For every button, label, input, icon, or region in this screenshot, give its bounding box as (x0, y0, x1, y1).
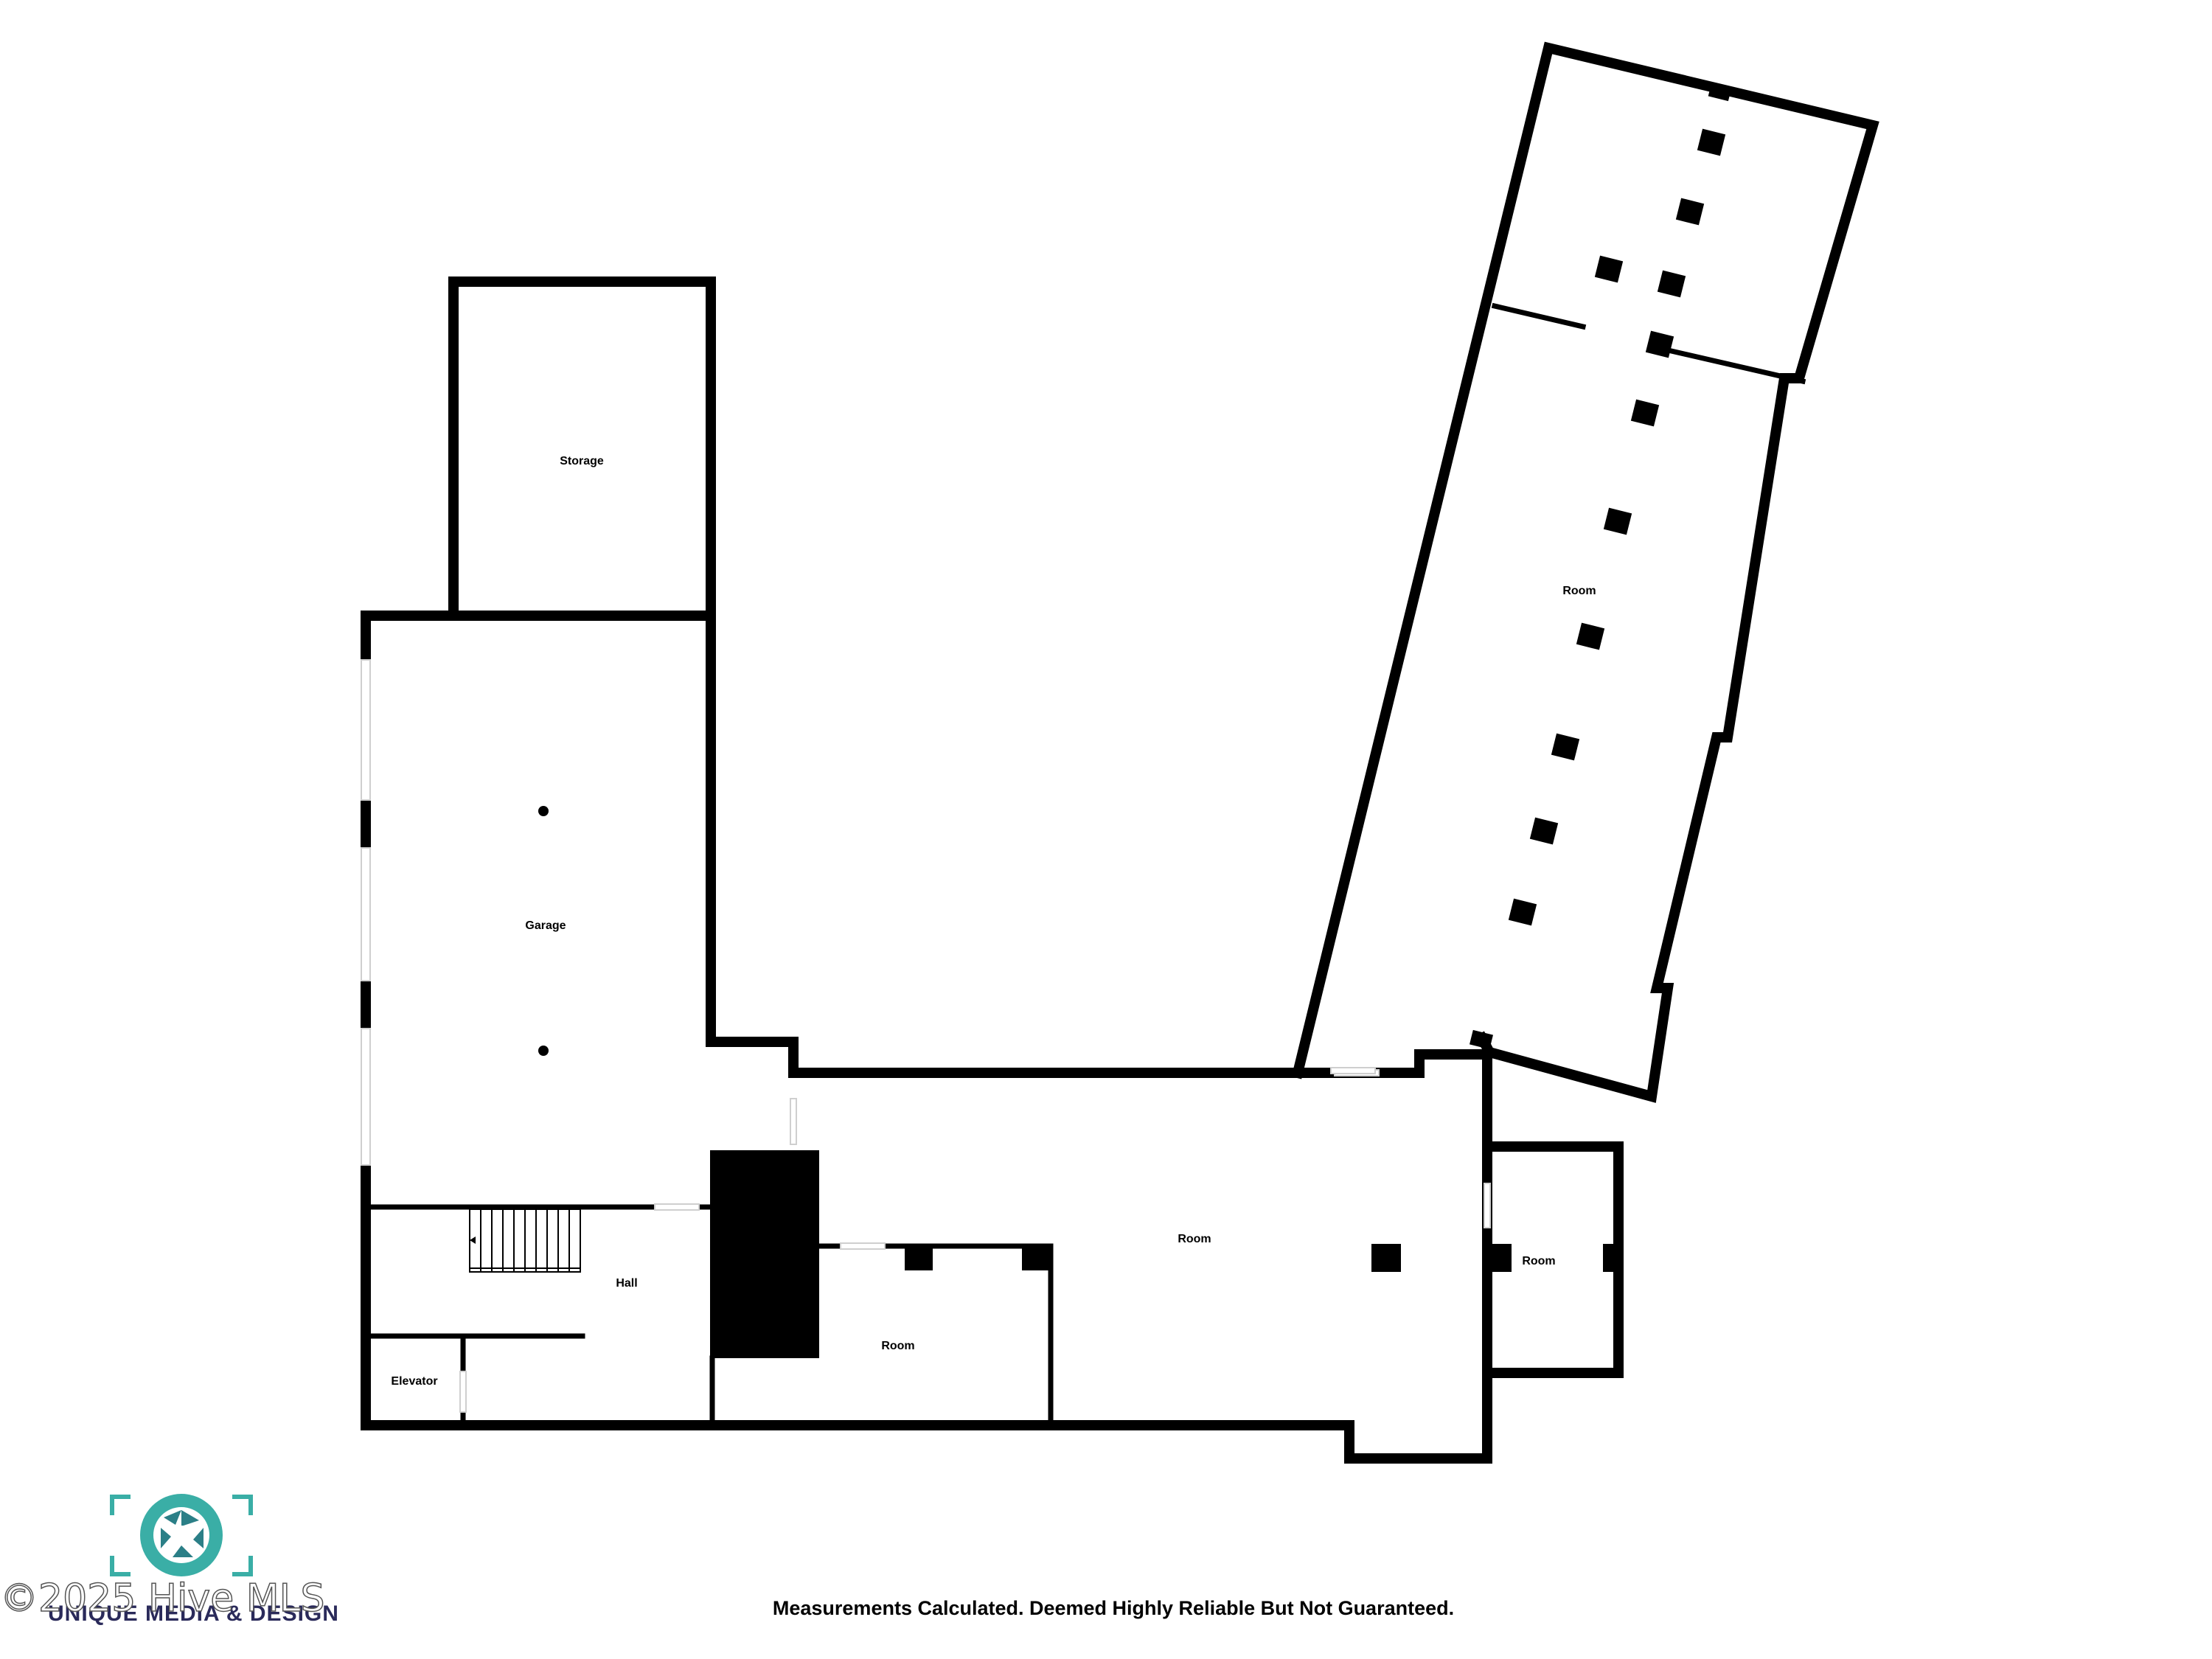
room-main (1290, 1049, 1512, 1272)
label-room-wing: Room (1562, 585, 1596, 597)
garage-block (361, 611, 1492, 1464)
label-room-east: Room (1522, 1255, 1555, 1267)
label-hall: Hall (616, 1277, 637, 1290)
copyright-watermark: ©2025 Hive MLS (0, 1576, 325, 1621)
room-east (1482, 1141, 1624, 1378)
elevator (363, 1333, 585, 1428)
column-dot (538, 806, 549, 816)
room-small (816, 1242, 1054, 1428)
stairs (469, 1208, 581, 1273)
label-elevator: Elevator (391, 1375, 437, 1388)
chimney-block (710, 1150, 819, 1358)
label-room-small: Room (881, 1340, 914, 1352)
label-garage: Garage (525, 919, 566, 932)
room-wing (1291, 41, 1879, 1103)
storage-room (448, 276, 716, 621)
label-room-main: Room (1178, 1233, 1211, 1245)
logo-text: UNIQUE MEDIA & DESIGN (48, 1601, 339, 1626)
label-storage: Storage (560, 455, 604, 467)
brand-logo: UNIQUE MEDIA & DESIGN (48, 1494, 339, 1626)
column-dot (538, 1046, 549, 1056)
disclaimer-text: Measurements Calculated. Deemed Highly R… (773, 1597, 1454, 1619)
